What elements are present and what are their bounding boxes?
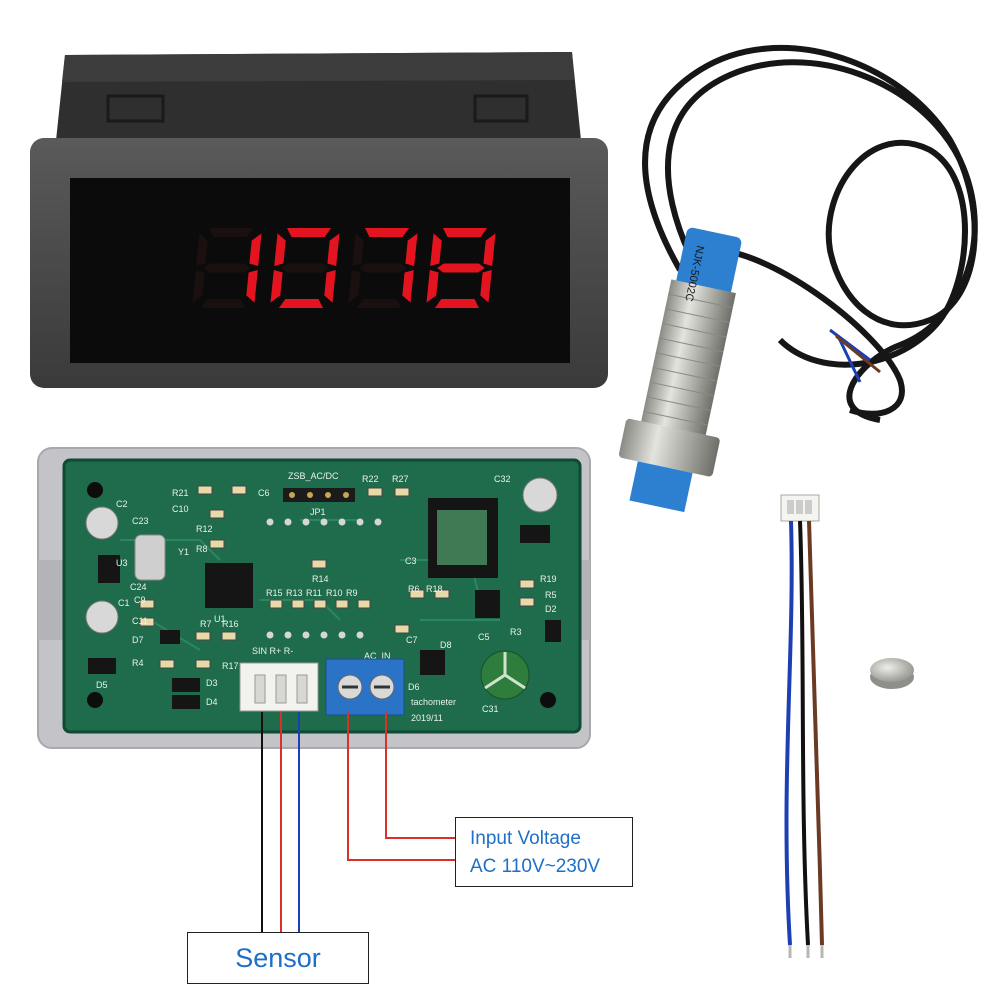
designator-c11: C11: [132, 616, 148, 626]
designator-r16: R16: [222, 619, 239, 629]
designator-r13: R13: [286, 588, 303, 598]
segment-off: [203, 263, 251, 273]
segment-lit: [324, 270, 336, 303]
segment-lit: [279, 299, 323, 308]
designator-r10: R10: [326, 588, 343, 598]
segment-lit: [426, 270, 439, 303]
designator-y1: Y1: [178, 547, 189, 557]
designator-u1: U1: [214, 614, 226, 624]
sensor-nut: [618, 418, 720, 477]
designator-d8: D8: [440, 640, 452, 650]
wiring-callouts: [261, 712, 455, 932]
segment-off: [359, 263, 407, 273]
designator-r5: R5: [545, 590, 557, 600]
designator-c10: C10: [172, 504, 189, 514]
designator-r7: R7: [200, 619, 212, 629]
designator-c2: C2: [116, 499, 128, 509]
segment-off: [357, 299, 401, 308]
designator-c23: C23: [132, 516, 149, 526]
segment-lit: [327, 233, 340, 266]
designator-r9: R9: [346, 588, 358, 598]
designator-r17: R17: [222, 661, 239, 671]
designator-r4: R4: [132, 658, 144, 668]
designator-r27: R27: [392, 474, 409, 484]
sensor-cable: [780, 494, 824, 958]
designator-c9: C9: [134, 595, 146, 605]
header-label: ZSB_AC/DC: [288, 471, 339, 481]
segment-lit: [365, 228, 409, 237]
segment-lit: [405, 233, 418, 266]
segment-lit: [274, 233, 286, 266]
designator-d5: D5: [96, 680, 108, 690]
date-label: 2019/11: [411, 713, 443, 723]
designator-r8: R8: [196, 544, 208, 554]
segment-lit: [402, 270, 414, 303]
segment-off: [201, 299, 245, 308]
input-voltage-callout: Input Voltage AC 110V~230V: [455, 817, 633, 887]
capacitor-c2: [85, 506, 119, 540]
segment-lit: [287, 228, 331, 237]
crystal-y1: [134, 534, 166, 581]
segment-lit: [430, 233, 442, 266]
designator-r11: R11: [306, 588, 322, 598]
proximity-sensor: NJK-5002C: [618, 45, 978, 513]
segment-off: [281, 263, 329, 273]
seven-segment-readout: [192, 228, 496, 308]
jumper-label: JP1: [310, 507, 326, 517]
segment-lit: [483, 233, 496, 266]
designator-c1: C1: [118, 598, 130, 608]
segment-lit: [435, 299, 479, 308]
designator-r6: R6: [408, 584, 420, 594]
designator-d2: D2: [545, 604, 557, 614]
segment-off: [209, 228, 253, 237]
capacitor-c32: [522, 477, 558, 513]
capacitor-c1: [85, 600, 119, 634]
designator-r15: R15: [266, 588, 283, 598]
designator-r22: R22: [362, 474, 379, 484]
segment-lit: [443, 228, 487, 237]
ac-label: AC_IN: [364, 651, 391, 661]
segment-lit: [437, 263, 485, 273]
ic-u1: [205, 563, 253, 608]
segment-off: [348, 270, 361, 303]
segment-lit: [270, 270, 283, 303]
brand-label: tachometer: [411, 697, 456, 707]
segment-lit: [249, 233, 262, 266]
tachometer-display: [30, 52, 608, 388]
sensor-face: [629, 461, 693, 513]
designator-d4: D4: [206, 697, 218, 707]
pcb-module: ZSB_AC/DC JP1 SIN R+ R- AC_IN tachometer…: [37, 447, 591, 749]
segment-lit: [480, 270, 492, 303]
designator-r21: R21: [172, 488, 189, 498]
designator-c5: C5: [478, 632, 490, 642]
sensor-callout: Sensor: [187, 932, 369, 984]
designator-r14: R14: [312, 574, 329, 584]
designator-c32: C32: [494, 474, 511, 484]
designator-c31: C31: [482, 704, 499, 714]
input-voltage-range: AC 110V~230V: [470, 856, 601, 877]
segment-off: [192, 270, 205, 303]
designator-r3: R3: [510, 627, 522, 637]
designator-c7: C7: [406, 635, 418, 645]
input-voltage-title: Input Voltage: [470, 828, 581, 849]
designator-c6: C6: [258, 488, 270, 498]
designator-d3: D3: [206, 678, 218, 688]
segment-off: [352, 233, 364, 266]
designator-r19: R19: [540, 574, 557, 584]
connector-label: SIN R+ R-: [252, 646, 293, 656]
designator-d7: D7: [132, 635, 144, 645]
sensor-callout-label: Sensor: [235, 943, 321, 973]
designator-r18: R18: [426, 584, 443, 594]
segment-lit: [246, 270, 258, 303]
designator-c24: C24: [130, 582, 147, 592]
designator-u3: U3: [116, 558, 128, 568]
designator-d6: D6: [408, 682, 420, 692]
segment-off: [196, 233, 208, 266]
designator-c3: C3: [405, 556, 417, 566]
designator-r12: R12: [196, 524, 213, 534]
